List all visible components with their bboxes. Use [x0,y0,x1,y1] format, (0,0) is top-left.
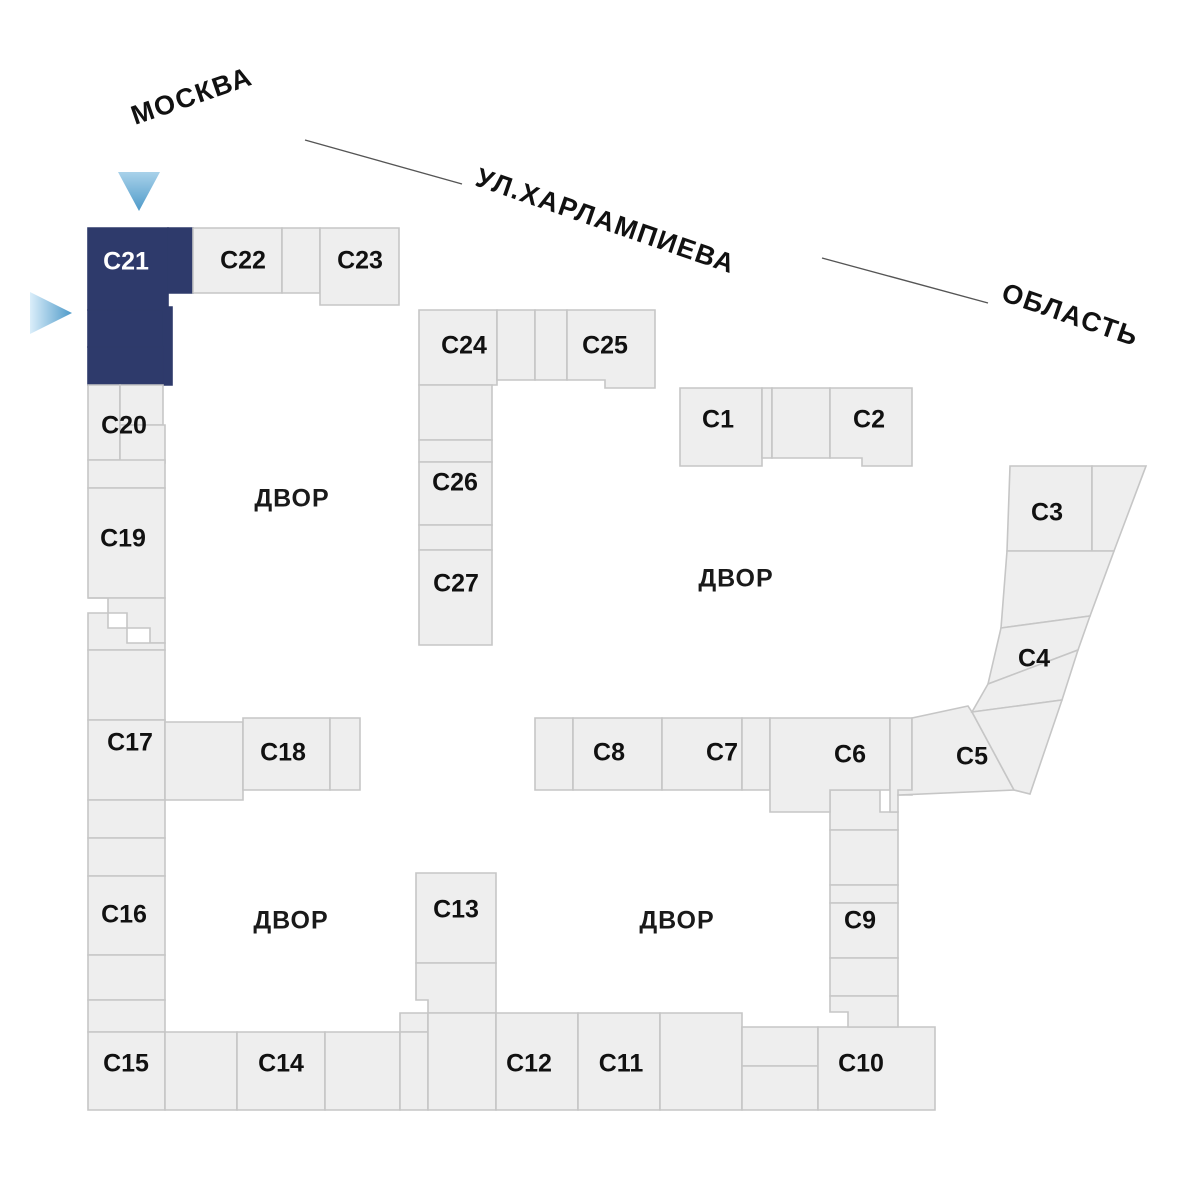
section-C22-part-a[interactable] [192,227,283,294]
section-C10-part-c[interactable] [817,1026,936,1111]
section-C3-part-a[interactable] [1006,465,1093,552]
section-C26-part-c[interactable] [418,461,493,526]
section-C17-part-c[interactable] [164,721,244,801]
section-C8-part-b[interactable] [572,717,663,791]
section-C22-part-b[interactable] [281,227,321,294]
section-C7-part-b[interactable] [741,717,771,791]
section-C9-part-d[interactable] [829,902,899,959]
section-C20-part-c[interactable] [119,424,166,464]
section-C3-part-b[interactable] [1091,465,1148,552]
section-C12-part-a[interactable] [399,1031,429,1111]
section-C13-part-a[interactable] [415,872,497,964]
section-C9-part-f[interactable] [829,995,899,1028]
section-C5-part-b[interactable] [897,705,1016,796]
section-C15-part-b[interactable] [164,1031,238,1111]
yard-label-nw: ДВОР [254,485,329,513]
section-C26-part-a[interactable] [418,384,493,441]
yard-label-se: ДВОР [639,907,714,935]
leader-line-moskva [304,139,463,185]
section-C20-part-b[interactable] [119,384,164,426]
section-C26-part-b[interactable] [418,439,493,463]
section-C21-part-d[interactable] [162,306,173,386]
section-C18-part-a[interactable] [242,717,331,791]
section-C24-part-b[interactable] [496,309,536,381]
section-C16-part-d[interactable] [87,954,166,1001]
section-C19-step[interactable] [88,597,166,644]
section-C20-part-d[interactable] [87,459,166,489]
street-label-moskva: МОСКВА [127,61,256,130]
section-C10-part-a[interactable] [741,1026,819,1067]
section-C3-part-c[interactable] [1000,550,1116,629]
section-C9-part-a[interactable] [829,789,899,831]
section-C9-part-b[interactable] [829,829,899,886]
section-C19-part-a[interactable] [87,487,166,599]
section-C13-part-c[interactable] [399,1012,429,1033]
leader-line-oblast [821,257,989,304]
yard-label-ne: ДВОР [698,565,773,593]
section-C27-part-b[interactable] [418,549,493,646]
section-C17-part-b[interactable] [87,719,166,801]
street-label-harlampieva: УЛ.ХАРЛАМПИЕВА [472,162,739,279]
section-C27-part-a[interactable] [418,524,493,551]
section-C12-part-c[interactable] [495,1012,579,1111]
section-C14-part-b[interactable] [324,1031,401,1111]
section-C16-part-b[interactable] [87,837,166,877]
section-C1-part-b[interactable] [761,387,773,459]
section-C13-part-b[interactable] [415,962,497,1014]
section-C17-part-a[interactable] [87,649,166,721]
street-label-oblast: ОБЛАСТЬ [998,277,1143,352]
section-C9-part-e[interactable] [829,957,899,997]
section-C15-part-a[interactable] [87,1031,166,1111]
section-C25-part-a[interactable] [534,309,568,381]
section-C2-part-b[interactable] [829,387,913,467]
section-C9-part-c[interactable] [829,884,899,904]
section-C18-part-b[interactable] [329,717,361,791]
section-C7-part-a[interactable] [661,717,743,791]
section-C24-part-a[interactable] [418,309,498,386]
section-C21-part-c[interactable] [87,309,164,348]
section-C16-part-e[interactable] [87,999,166,1033]
section-C16-part-a[interactable] [87,799,166,839]
section-C11-part-a[interactable] [577,1012,661,1111]
marker-down-icon[interactable] [118,172,160,211]
section-C11-part-b[interactable] [659,1012,743,1111]
section-C20-part-a[interactable] [87,384,121,461]
marker-right-icon[interactable] [30,292,72,334]
section-C23-part-a[interactable] [319,227,400,306]
section-C25-part-b[interactable] [566,309,656,389]
section-C5-part-c[interactable] [970,699,1064,795]
section-C21-part-b[interactable] [167,227,194,294]
section-C14-part-a[interactable] [236,1031,326,1111]
section-C10-part-b[interactable] [741,1065,819,1111]
section-C2-part-a[interactable] [771,387,831,459]
section-C1-part-a[interactable] [679,387,763,467]
yard-label-sw: ДВОР [253,907,328,935]
section-C21-part-e[interactable] [87,346,164,386]
section-C16-part-c[interactable] [87,875,166,956]
section-C21-part-a[interactable] [87,227,169,311]
section-C5-part-a[interactable] [889,717,913,813]
section-C12-part-b[interactable] [427,1012,497,1111]
section-C8-part-a[interactable] [534,717,574,791]
